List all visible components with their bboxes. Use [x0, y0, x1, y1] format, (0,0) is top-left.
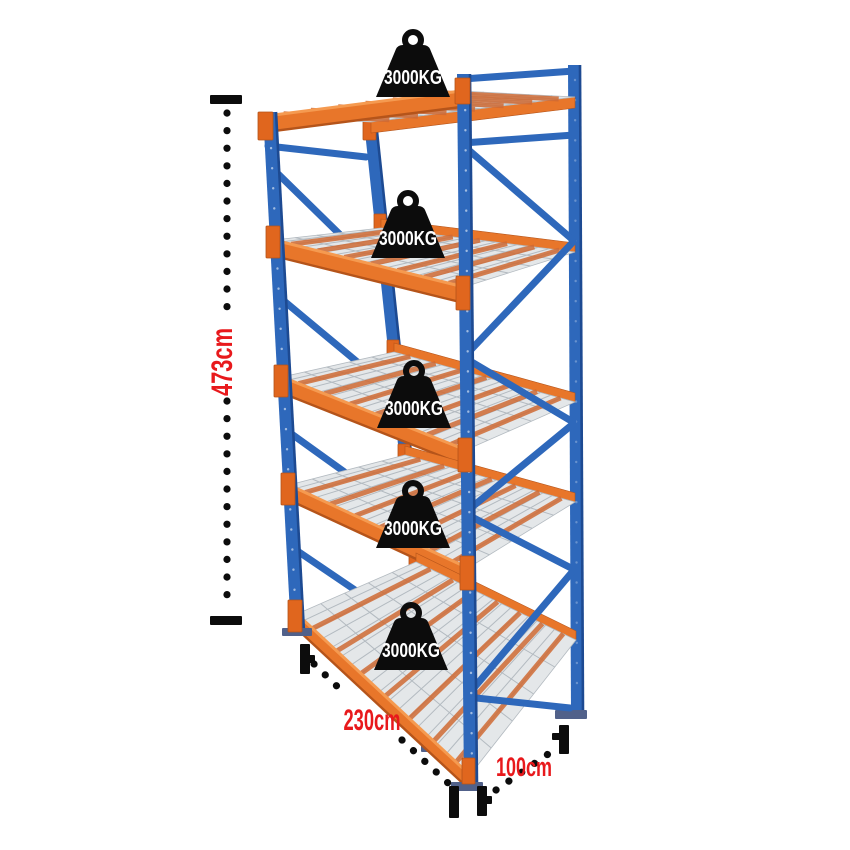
height-top-cap — [210, 95, 242, 104]
rack-illustration: 3000KG 3000KG 3000KG 3000KG 3000KG — [257, 32, 587, 791]
dimension-width: 230cm — [300, 644, 459, 818]
width-start-cap — [300, 644, 310, 674]
foot-plate-back-right — [555, 710, 587, 719]
dimension-depth: 100cm — [477, 725, 569, 816]
width-end-cap — [449, 786, 459, 818]
height-bottom-cap — [210, 616, 242, 625]
right-frame-bracing — [459, 67, 578, 712]
width-dimension-label: 230cm — [344, 704, 401, 737]
weight-badge-4: 3000KG — [376, 483, 450, 548]
shelf-level-1 — [265, 89, 576, 134]
weight-badge-3: 3000KG — [377, 363, 451, 428]
weight-badge-5-label: 3000KG — [382, 640, 440, 662]
upright-front-right — [451, 73, 483, 791]
weight-badge-2: 3000KG — [371, 193, 445, 258]
beam-plates-front-right — [454, 77, 476, 785]
upright-back-right — [555, 64, 587, 719]
depth-dimension-label: 100cm — [496, 752, 552, 782]
height-dimension-label: 473cm — [206, 328, 239, 396]
upright-front-left — [257, 111, 312, 636]
weight-badge-4-label: 3000KG — [384, 518, 442, 540]
weight-badge-1: 3000KG — [376, 32, 450, 97]
depth-end-cap — [559, 725, 569, 754]
depth-start-cap — [477, 786, 487, 816]
weight-badge-5: 3000KG — [374, 605, 448, 670]
dimension-height: 473cm — [206, 95, 242, 625]
weight-badge-2-label: 3000KG — [379, 228, 437, 250]
beam-plates-front-left — [257, 111, 303, 633]
weight-badge-1-label: 3000KG — [384, 67, 442, 89]
weight-badge-3-label: 3000KG — [385, 398, 443, 420]
